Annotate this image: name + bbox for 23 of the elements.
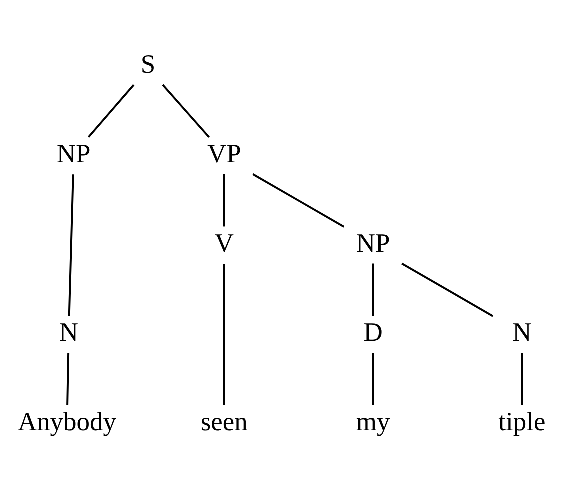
connector bbox=[372, 264, 374, 316]
connector bbox=[68, 174, 74, 316]
node-text: D bbox=[364, 317, 383, 348]
node-text: S bbox=[140, 49, 156, 80]
node-text: my bbox=[356, 406, 390, 436]
node-text: N bbox=[512, 317, 532, 348]
node-text: Anybody bbox=[18, 406, 116, 436]
connector bbox=[66, 353, 70, 406]
connector bbox=[372, 353, 374, 406]
connector bbox=[402, 262, 494, 318]
node-text: N bbox=[59, 317, 78, 348]
connector bbox=[252, 174, 345, 228]
connector bbox=[162, 84, 210, 138]
node-text: V bbox=[214, 228, 234, 258]
connector bbox=[223, 264, 226, 406]
connector bbox=[88, 84, 135, 138]
node-text: NP bbox=[56, 138, 91, 168]
connector bbox=[223, 174, 226, 227]
node-text: NP bbox=[356, 228, 390, 258]
connector bbox=[521, 353, 524, 406]
node-text: tiple bbox=[498, 406, 546, 436]
node-text: VP bbox=[207, 138, 242, 168]
node-text: seen bbox=[200, 406, 248, 436]
